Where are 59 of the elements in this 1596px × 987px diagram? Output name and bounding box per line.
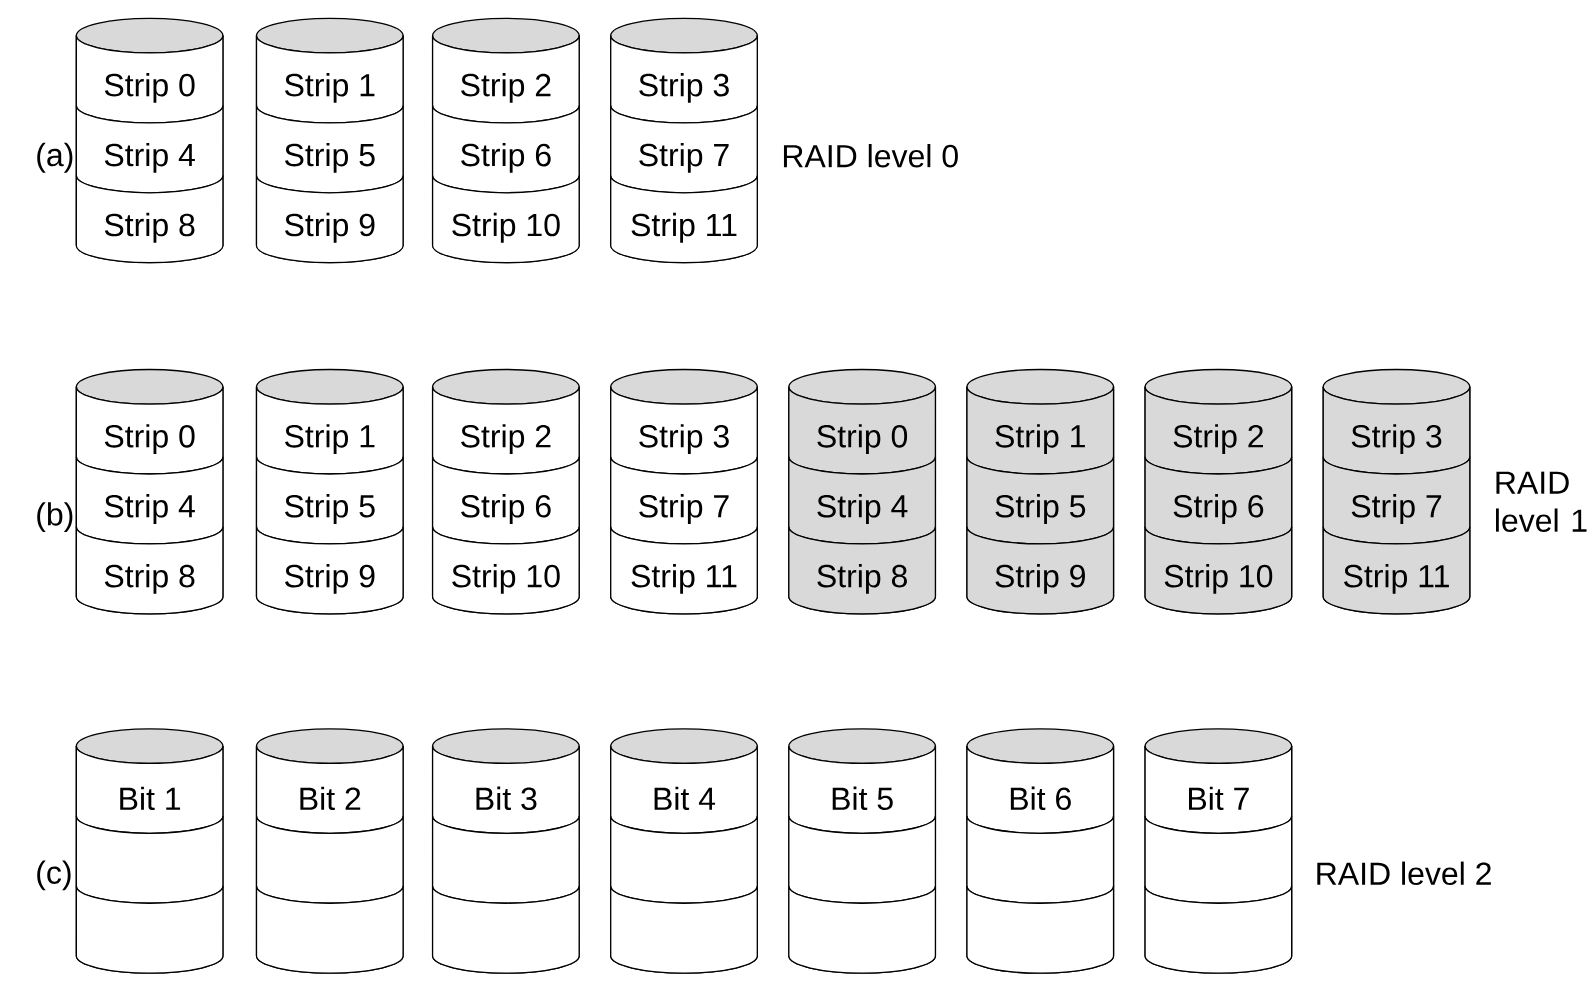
bit-band: Bit 2 xyxy=(255,745,404,834)
empty-band xyxy=(75,885,224,974)
strip-band: Strip 4 xyxy=(75,456,224,545)
strip-band: Strip 2 xyxy=(431,386,580,475)
empty-band xyxy=(1144,885,1293,974)
strip-band: Strip 11 xyxy=(610,174,758,264)
strip-band: Strip 0 xyxy=(75,386,224,475)
empty-band xyxy=(255,885,404,974)
strip-band: Strip 7 xyxy=(610,104,758,194)
empty-band xyxy=(788,815,937,904)
strip-band: Strip 8 xyxy=(75,526,224,615)
strip-band: Strip 6 xyxy=(431,456,580,545)
strip-band: Strip 10 xyxy=(1144,526,1293,615)
strip-band: Strip 5 xyxy=(255,104,404,194)
empty-band xyxy=(431,885,580,974)
strip-band: Strip 11 xyxy=(610,526,758,615)
strip-band: Strip 10 xyxy=(431,526,580,615)
strip-band: Strip 9 xyxy=(255,174,404,264)
strip-band: Strip 7 xyxy=(1322,456,1471,545)
level-label: RAID level 1 xyxy=(1496,471,1587,532)
strip-band: Strip 8 xyxy=(788,526,937,615)
empty-band xyxy=(1144,815,1293,904)
bit-band: Bit 5 xyxy=(788,745,937,834)
strip-band: Strip 4 xyxy=(788,456,937,545)
strip-band: Strip 3 xyxy=(610,34,758,124)
empty-band xyxy=(610,815,758,904)
panel-letter: (a) xyxy=(37,142,73,173)
strip-band: Strip 0 xyxy=(75,34,224,124)
empty-band xyxy=(431,815,580,904)
empty-band xyxy=(610,885,758,974)
bit-band: Bit 4 xyxy=(610,745,758,834)
strip-band: Strip 6 xyxy=(431,104,580,194)
empty-band xyxy=(75,815,224,904)
strip-band: Strip 11 xyxy=(1322,526,1471,615)
strip-band: Strip 3 xyxy=(610,386,758,475)
strip-band: Strip 1 xyxy=(255,386,404,475)
empty-band xyxy=(788,885,937,974)
empty-band xyxy=(966,885,1115,974)
panel-letter: (c) xyxy=(37,860,71,891)
strip-band: Strip 10 xyxy=(431,174,580,264)
strip-band: Strip 8 xyxy=(75,174,224,264)
empty-band xyxy=(966,815,1115,904)
strip-band: Strip 9 xyxy=(966,526,1115,615)
strip-band: Strip 7 xyxy=(610,456,758,545)
bit-band: Bit 7 xyxy=(1144,745,1293,834)
strip-band: Strip 9 xyxy=(255,526,404,615)
strip-band: Strip 4 xyxy=(75,104,224,194)
level-label: RAID level 2 xyxy=(1317,861,1491,886)
empty-band xyxy=(255,815,404,904)
strip-band: Strip 1 xyxy=(255,34,404,124)
level-label: RAID level 0 xyxy=(783,144,958,168)
bit-band: Bit 1 xyxy=(75,745,224,834)
bit-band: Bit 3 xyxy=(431,745,580,834)
strip-band: Strip 6 xyxy=(1144,456,1293,545)
strip-band: Strip 2 xyxy=(431,34,580,124)
panel-letter: (b) xyxy=(37,502,73,532)
strip-band: Strip 5 xyxy=(255,456,404,545)
strip-band: Strip 5 xyxy=(966,456,1115,545)
bit-band: Bit 6 xyxy=(966,745,1115,834)
